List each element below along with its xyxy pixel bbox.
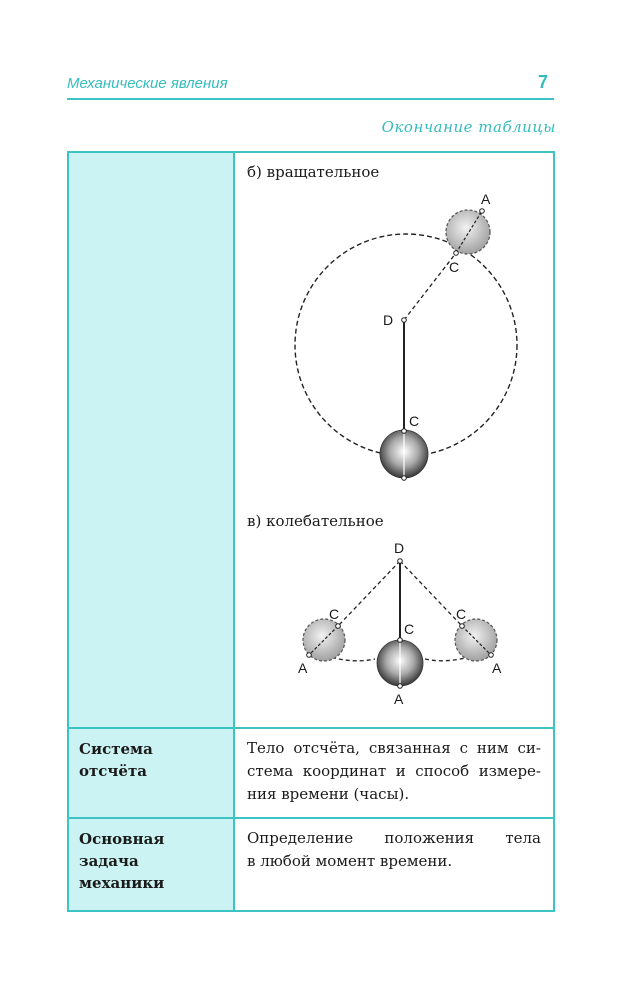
point-label: C [456,606,466,622]
empty-term-cell [67,151,235,729]
point-label: C [329,606,339,622]
page-number: 7 [537,72,548,92]
definition-line: Тело отсчёта, связанная с ним си- [247,739,541,757]
table-row: Основная задача механики Определение пол… [67,817,555,912]
rotational-diagram: A C D C A [294,191,518,484]
oscillatory-diagram: D C A C A C A [298,540,502,707]
point-label: A [398,483,408,484]
section-title: Механические явления [67,75,228,92]
ball-center [376,637,424,689]
definition-cell: Определение положения тела в любой момен… [233,817,555,912]
dashed-rod-left [337,560,401,627]
motion-diagrams-cell: б) вращательное [233,151,555,729]
point-label: D [383,312,393,328]
point-label: A [394,691,404,707]
definition-line: в любой момент времени. [247,852,453,870]
term-line: задача [79,852,139,870]
definition-line: Определение положения тела [247,829,541,847]
term-line: механики [79,874,165,892]
pivot-point [397,558,403,564]
point-label: A [481,191,491,207]
definition-line: ния времени (часы). [247,785,410,803]
ghost-ball-right [454,618,498,662]
dashed-rod [403,252,457,321]
point-label: D [394,540,404,556]
term-line: отсчёта [79,762,147,780]
definition-cell: Тело отсчёта, связанная с ним си- стема … [233,727,555,819]
table-continuation-note: Окончание таблицы [381,118,556,136]
dashed-rod-right [399,560,463,627]
term-line: Система [79,740,153,758]
point-label: C [409,413,419,429]
definition-line: стема координат и способ измере- [247,762,541,780]
point-label: C [404,621,414,637]
ghost-ball-top [445,208,491,256]
pivot-point [401,317,407,323]
running-header: Механические явления 7 [67,72,554,100]
swing-arc-left [311,650,376,662]
point-label: A [298,660,308,676]
ball-bottom [379,428,429,481]
motion-types-table: б) вращательное [67,151,555,912]
table-row: Система отсчёта Тело отсчёта, связанная … [67,727,555,819]
rotational-label: б) вращательное [247,163,380,181]
term-cell: Система отсчёта [67,727,235,819]
oscillatory-label: в) колебательное [247,512,384,530]
point-label: A [492,660,502,676]
term-cell: Основная задача механики [67,817,235,912]
table-row: б) вращательное [67,151,555,729]
term-line: Основная [79,830,165,848]
rotation-path [294,233,518,457]
point-label: C [449,259,459,275]
ghost-ball-left [302,618,346,662]
